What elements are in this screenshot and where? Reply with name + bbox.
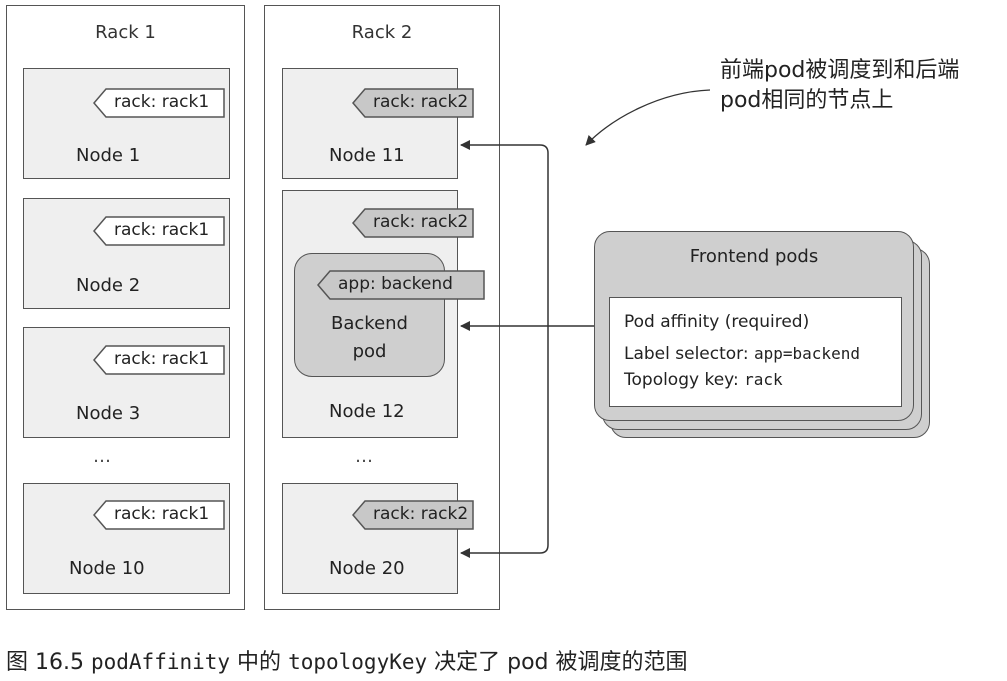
annotation-arrow xyxy=(585,89,711,146)
annotation-line-1: 前端pod被调度到和后端 xyxy=(720,58,960,83)
rack-2-title: Rack 2 xyxy=(351,22,413,43)
backend-app-label: app: backend xyxy=(317,270,485,300)
node-3-rack-label: rack: rack1 xyxy=(93,345,225,375)
rack-2-ellipsis: … xyxy=(355,446,375,467)
backend-pod-line1: Backend xyxy=(331,313,408,334)
label-selector-prefix: Label selector: xyxy=(624,344,754,364)
node-20-rack-label-text: rack: rack2 xyxy=(373,504,469,524)
rack-1-ellipsis: … xyxy=(93,446,113,467)
node-10: rack: rack1 Node 10 xyxy=(23,483,230,594)
topology-key-line: Topology key: rack xyxy=(624,370,783,390)
node-2: rack: rack1 Node 2 xyxy=(23,198,230,309)
node-3-rack-label-text: rack: rack1 xyxy=(114,349,210,369)
label-selector-line: Label selector: app=backend xyxy=(624,344,860,364)
caption-prefix: 图 16.5 xyxy=(6,650,91,675)
node-11-name: Node 11 xyxy=(329,145,405,166)
caption-mid-2: 决定了 pod 被调度的范围 xyxy=(427,650,688,675)
node-1-rack-label-text: rack: rack1 xyxy=(114,92,210,112)
node-2-name: Node 2 xyxy=(76,275,141,296)
figure-caption: 图 16.5 podAffinity 中的 topologyKey 决定了 po… xyxy=(6,644,688,676)
node-3: rack: rack1 Node 3 xyxy=(23,327,230,438)
node-10-rack-label: rack: rack1 xyxy=(93,500,225,530)
node-12-rack-label: rack: rack2 xyxy=(352,208,474,238)
node-2-rack-label-text: rack: rack1 xyxy=(114,220,210,240)
node-12-name: Node 12 xyxy=(329,401,405,422)
node-20-name: Node 20 xyxy=(329,558,405,579)
caption-mid-1: 中的 xyxy=(230,650,289,675)
rack-1-title: Rack 1 xyxy=(95,22,156,43)
node-3-name: Node 3 xyxy=(76,403,141,424)
caption-code-podaffinity: podAffinity xyxy=(90,650,231,674)
node-10-rack-label-text: rack: rack1 xyxy=(114,504,210,524)
node-1-name: Node 1 xyxy=(76,145,141,166)
bus-line xyxy=(539,144,549,554)
node-20-rack-label: rack: rack2 xyxy=(352,500,474,530)
backend-pod-line2: pod xyxy=(352,341,387,362)
pod-affinity-title: Pod affinity (required) xyxy=(624,312,810,332)
node-1-rack-label: rack: rack1 xyxy=(93,88,225,118)
annotation-line-2: pod相同的节点上 xyxy=(720,88,894,113)
frontend-pods-title: Frontend pods xyxy=(689,246,819,267)
label-selector-value: app=backend xyxy=(754,344,860,363)
topology-key-value: rack xyxy=(744,370,783,389)
node-11: rack: rack2 Node 11 xyxy=(282,68,474,179)
node-2-rack-label: rack: rack1 xyxy=(93,216,225,246)
backend-app-label-text: app: backend xyxy=(338,274,453,294)
node-11-rack-label: rack: rack2 xyxy=(352,88,474,118)
backend-pod-label: Backend pod xyxy=(295,310,444,366)
caption-code-topologykey: topologyKey xyxy=(288,650,428,674)
frontend-pod-card-1: Frontend pods Pod affinity (required) La… xyxy=(594,231,914,421)
pod-affinity-box: Pod affinity (required) Label selector: … xyxy=(609,297,902,407)
node-20: rack: rack2 Node 20 xyxy=(282,483,474,594)
annotation-text: 前端pod被调度到和后端 pod相同的节点上 xyxy=(720,56,959,116)
node-11-rack-label-text: rack: rack2 xyxy=(373,92,469,112)
topology-key-prefix: Topology key: xyxy=(624,370,745,390)
node-10-name: Node 10 xyxy=(69,558,145,579)
node-1: rack: rack1 Node 1 xyxy=(23,68,230,179)
node-12-rack-label-text: rack: rack2 xyxy=(373,212,469,232)
